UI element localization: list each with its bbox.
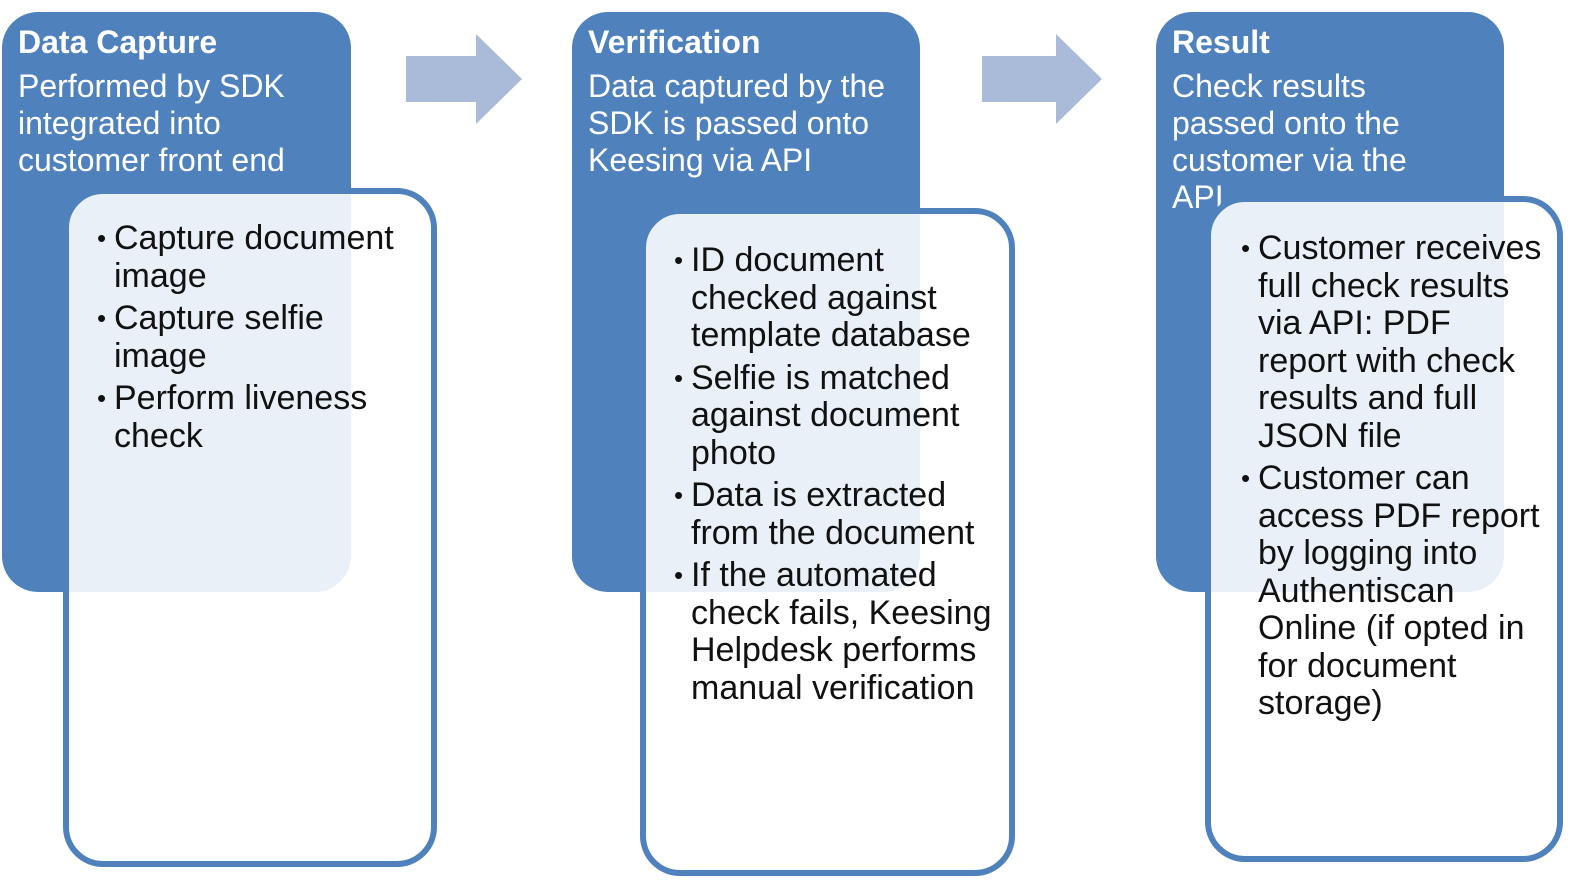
list-item-text: Customer can access PDF report by loggin… <box>1258 459 1540 722</box>
list-item-text: If the automated check fails, Keesing He… <box>691 556 992 707</box>
bullet-icon: • <box>674 560 684 590</box>
list-item: • Capture document image <box>97 219 421 295</box>
stage-description: Performed by SDK integrated into custome… <box>18 68 285 178</box>
list-item: • ID document checked against template d… <box>674 241 999 355</box>
bullet-icon: • <box>674 245 684 275</box>
list-item-text: Customer receives full check results via… <box>1258 229 1542 455</box>
stage-data-capture-details: • Capture document image • Capture selfi… <box>63 188 437 867</box>
right-arrow-icon <box>982 34 1102 124</box>
stage-verification-details: • ID document checked against template d… <box>640 208 1015 876</box>
detail-list: • Customer receives full check results v… <box>1241 229 1547 723</box>
bullet-icon: • <box>1241 233 1251 263</box>
stage-result-details: • Customer receives full check results v… <box>1205 196 1563 862</box>
bullet-icon: • <box>97 303 107 333</box>
bullet-icon: • <box>674 480 684 510</box>
stage-description: Data captured by the SDK is passed onto … <box>588 68 886 178</box>
list-item-text: ID document checked against template dat… <box>691 241 971 354</box>
stage-title: Data Capture <box>18 24 218 60</box>
list-item: • Selfie is matched against document pho… <box>674 358 999 473</box>
list-item-text: Selfie is matched against document photo <box>691 358 960 472</box>
stage-title: Result <box>1172 24 1270 60</box>
list-item: • Customer can access PDF report by logg… <box>1241 459 1547 723</box>
stage-title: Verification <box>588 24 761 60</box>
list-item: • Data is extracted from the document <box>674 476 999 552</box>
bullet-icon: • <box>674 362 684 393</box>
right-arrow-icon <box>406 34 522 124</box>
list-item: • If the automated check fails, Keesing … <box>674 556 999 707</box>
list-item: • Perform liveness check <box>97 379 421 455</box>
detail-list: • ID document checked against template d… <box>674 241 999 707</box>
list-item-text: Data is extracted from the document <box>691 476 975 552</box>
list-item: • Capture selfie image <box>97 299 421 375</box>
list-item-text: Capture document image <box>114 219 394 295</box>
stage-description: Check results passed onto the customer v… <box>1172 68 1407 215</box>
list-item-text: Capture selfie image <box>114 299 324 375</box>
bullet-icon: • <box>1241 463 1251 493</box>
bullet-icon: • <box>97 223 107 253</box>
list-item: • Customer receives full check results v… <box>1241 229 1547 455</box>
detail-list: • Capture document image • Capture selfi… <box>97 219 421 455</box>
bullet-icon: • <box>97 383 107 413</box>
list-item-text: Perform liveness check <box>114 379 368 455</box>
